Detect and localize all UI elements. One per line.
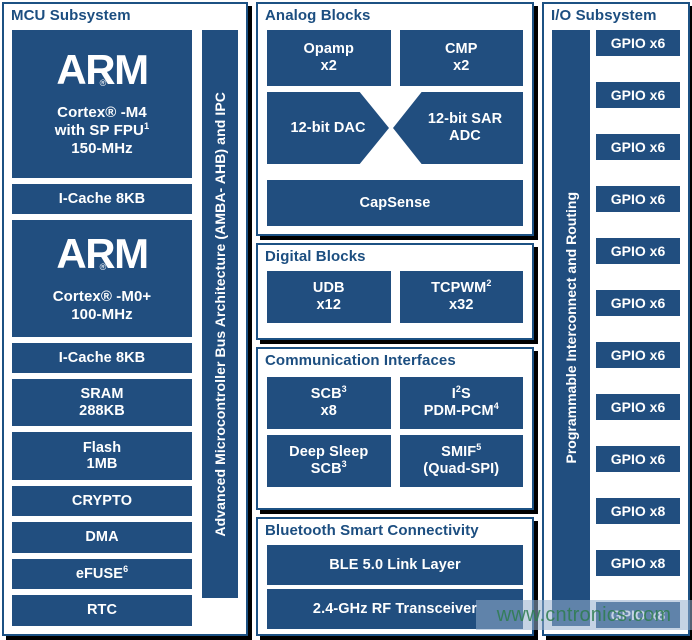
registered-mark-icon: ® <box>99 262 107 272</box>
panel-title-analog-blocks: Analog Blocks <box>265 7 371 24</box>
block-i2s-pdm-pcm: I2S PDM-PCM4 <box>399 377 523 429</box>
block-cortex-m4-lines: Cortex® -M4 with SP FPU1 150-MHz <box>55 104 149 158</box>
comm-row-2: Deep Sleep SCB3 SMIF5 (Quad-SPI) <box>267 435 523 487</box>
block-efuse: eFUSE6 <box>12 558 192 590</box>
block-gpio: GPIO x6 <box>596 342 680 368</box>
block-sram: SRAM 288KB <box>12 379 192 427</box>
arm-logo-icon: ARM® <box>56 230 149 277</box>
block-ble-link-layer: BLE 5.0 Link Layer <box>267 545 523 585</box>
panel-io-subsystem: I/O Subsystem Programmable Interconnect … <box>542 2 690 636</box>
block-i-cache-m0plus: I-Cache 8KB <box>12 342 192 374</box>
block-gpio: GPIO x6 <box>596 186 680 212</box>
block-rf-transceiver: 2.4-GHz RF Transceiver <box>267 589 523 629</box>
panel-mcu-subsystem: MCU Subsystem ARM® Cortex® -M4 with SP F… <box>2 2 248 636</box>
panel-title-io-subsystem: I/O Subsystem <box>551 7 657 24</box>
tcpwm-label: TCPWM2 <box>431 278 492 297</box>
panel-analog-blocks: Analog Blocks Opamp x2 CMP x2 12-bit DAC… <box>256 2 534 236</box>
panel-communication-interfaces: Communication Interfaces SCB3 x8 I2S PDM… <box>256 347 534 510</box>
block-cortex-m4: ARM® Cortex® -M4 with SP FPU1 150-MHz <box>12 30 192 178</box>
bus-amba-label: Advanced Microcontroller Bus Architectur… <box>212 91 228 537</box>
analog-row-top: Opamp x2 CMP x2 <box>267 30 523 86</box>
block-tcpwm: TCPWM2 x32 <box>399 271 523 323</box>
deep-sleep-scb-label: SCB3 <box>310 459 347 477</box>
block-dac: 12-bit DAC <box>267 92 389 164</box>
mcu-block-column: ARM® Cortex® -M4 with SP FPU1 150-MHz I-… <box>12 30 192 626</box>
cortex-m4-line2: with SP FPU1 <box>54 121 150 140</box>
comm-row-1: SCB3 x8 I2S PDM-PCM4 <box>267 377 523 429</box>
block-gpio: GPIO x6 <box>596 290 680 316</box>
smif-label: SMIF5 <box>441 442 482 461</box>
block-opamp: Opamp x2 <box>267 30 391 86</box>
i2s-label: I2S <box>451 384 471 403</box>
block-cortex-m0plus-lines: Cortex® -M0+ 100-MHz <box>53 288 152 324</box>
block-deep-sleep-scb: Deep Sleep SCB3 <box>267 435 391 487</box>
panel-title-communication-interfaces: Communication Interfaces <box>265 352 456 369</box>
block-crypto: CRYPTO <box>12 485 192 517</box>
digital-row: UDB x12 TCPWM2 x32 <box>267 271 523 323</box>
block-capsense: CapSense <box>267 180 523 226</box>
block-gpio: GPIO x6 <box>596 394 680 420</box>
panel-title-mcu-subsystem: MCU Subsystem <box>11 7 131 24</box>
block-sar-adc: 12-bit SAR ADC <box>393 92 523 164</box>
cortex-m0plus-line1: Cortex® -M0+ <box>52 288 152 305</box>
cortex-m4-line3: 150-MHz <box>71 140 133 158</box>
bt-row-transceiver: 2.4-GHz RF Transceiver <box>267 589 523 629</box>
panel-bluetooth-smart-connectivity: Bluetooth Smart Connectivity BLE 5.0 Lin… <box>256 517 534 636</box>
cortex-m4-line1: Cortex® -M4 <box>57 104 147 122</box>
block-gpio: GPIO x6 <box>596 82 680 108</box>
block-scb: SCB3 x8 <box>267 377 391 429</box>
block-gpio: GPIO x8 <box>596 602 680 628</box>
block-gpio: GPIO x6 <box>596 30 680 56</box>
block-cortex-m0plus: ARM® Cortex® -M0+ 100-MHz <box>12 220 192 337</box>
panel-digital-blocks: Digital Blocks UDB x12 TCPWM2 x32 <box>256 243 534 340</box>
programmable-interconnect-label: Programmable Interconnect and Routing <box>563 192 579 464</box>
registered-mark-icon: ® <box>99 78 107 89</box>
cortex-m0plus-line2: 100-MHz <box>71 306 133 323</box>
block-flash: Flash 1MB <box>12 432 192 480</box>
efuse-label: eFUSE6 <box>75 564 129 582</box>
panel-title-digital-blocks: Digital Blocks <box>265 248 366 265</box>
block-dma: DMA <box>12 522 192 553</box>
analog-row-capsense: CapSense <box>267 180 523 226</box>
block-gpio: GPIO x8 <box>596 550 680 576</box>
block-udb: UDB x12 <box>267 271 391 323</box>
block-i-cache-m4: I-Cache 8KB <box>12 183 192 215</box>
block-gpio: GPIO x6 <box>596 446 680 472</box>
block-gpio: GPIO x6 <box>596 238 680 264</box>
bus-amba-ahb-ipc: Advanced Microcontroller Bus Architectur… <box>202 30 238 598</box>
analog-row-converters: 12-bit DAC 12-bit SAR ADC <box>267 92 523 164</box>
block-cmp: CMP x2 <box>399 30 523 86</box>
panel-title-bluetooth: Bluetooth Smart Connectivity <box>265 522 479 539</box>
block-gpio: GPIO x8 <box>596 498 680 524</box>
arm-logo-icon: ARM® <box>56 46 149 94</box>
pdm-pcm-label: PDM-PCM4 <box>423 401 499 419</box>
block-gpio: GPIO x6 <box>596 134 680 160</box>
block-smif: SMIF5 (Quad-SPI) <box>399 435 523 487</box>
block-rtc: RTC <box>12 595 192 626</box>
gpio-list: GPIO x6 GPIO x6 GPIO x6 GPIO x6 GPIO x6 … <box>596 30 680 628</box>
block-programmable-interconnect-routing: Programmable Interconnect and Routing <box>552 30 590 626</box>
scb-label: SCB3 <box>310 384 347 403</box>
bt-row-link-layer: BLE 5.0 Link Layer <box>267 545 523 585</box>
